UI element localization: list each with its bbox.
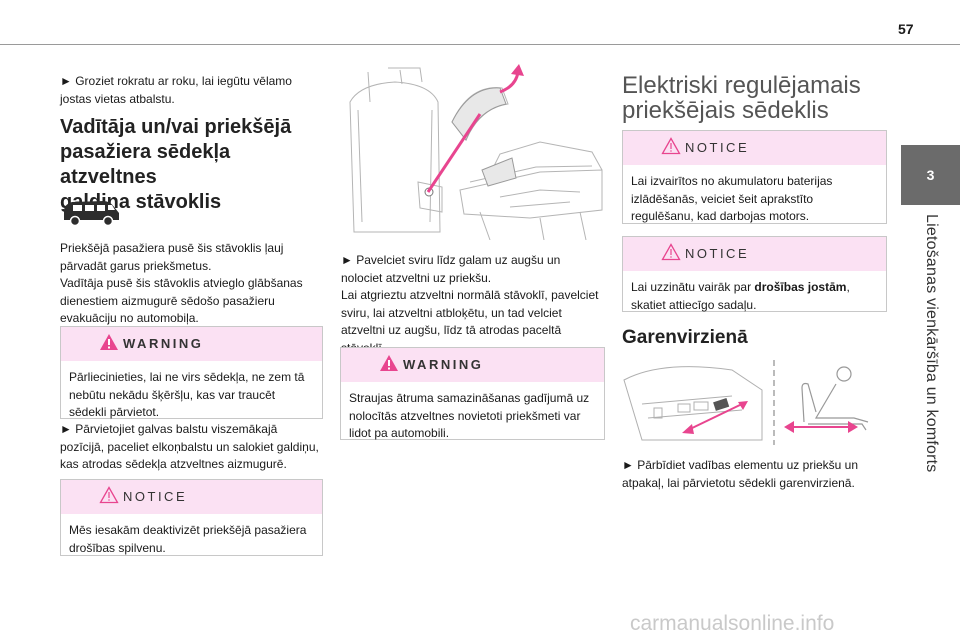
paragraph: ► Pavelciet sviru līdz galam uz augšu un… [341,253,599,355]
notice-label: NOTICE [123,489,188,504]
warning-triangle-icon [100,334,118,350]
subheading: Garenvirzienā [622,327,748,348]
chapter-title: Lietošanas vienkāršība un komforts [923,214,940,473]
warning-triangle-icon [380,355,398,371]
notice-box: NOTICE Lai izvairītos no akumulatoru bat… [622,130,887,224]
notice-label: NOTICE [685,246,750,261]
paragraph: Priekšējā pasažiera pusē šis stāvoklis ļ… [60,241,303,325]
notice-label: NOTICE [685,140,750,155]
warning-label: WARNING [123,336,204,351]
section-heading: Elektriski regulējamais priekšējais sēde… [622,72,861,124]
seatbelts-link[interactable]: drošības jostām [754,280,847,294]
van-icon [64,201,119,227]
intro-text: ► Groziet rokratu ar roku, lai iegūtu vē… [60,74,292,106]
paragraph: ► Pārvietojiet galvas balstu viszemākajā… [60,422,319,471]
warning-box: WARNING Pārliecinieties, lai ne virs sēd… [60,326,323,419]
warning-box: WARNING Straujas ātruma samazināšanas ga… [340,347,605,440]
paragraph: ► Pārbīdiet vadības elementu uz priekšu … [622,458,859,490]
chapter-tab[interactable]: 3 [901,145,960,205]
notice-box: NOTICE Lai uzzinātu vairāk par drošības … [622,236,887,312]
seat-table-illustration [349,64,603,240]
notice-triangle-icon [99,486,119,504]
watermark: carmanualsonline.info [630,612,835,635]
page-number: 57 [898,21,914,37]
notice-triangle-icon [661,243,681,261]
notice-triangle-icon [661,137,681,155]
notice-box: NOTICE Mēs iesakām deaktivizēt priekšējā… [60,479,323,556]
seat-adjust-illustration [623,360,869,445]
header-rule [0,44,960,45]
section-heading: Vadītāja un/vai priekšējā pasažiera sēde… [60,116,292,213]
warning-label: WARNING [403,357,484,372]
